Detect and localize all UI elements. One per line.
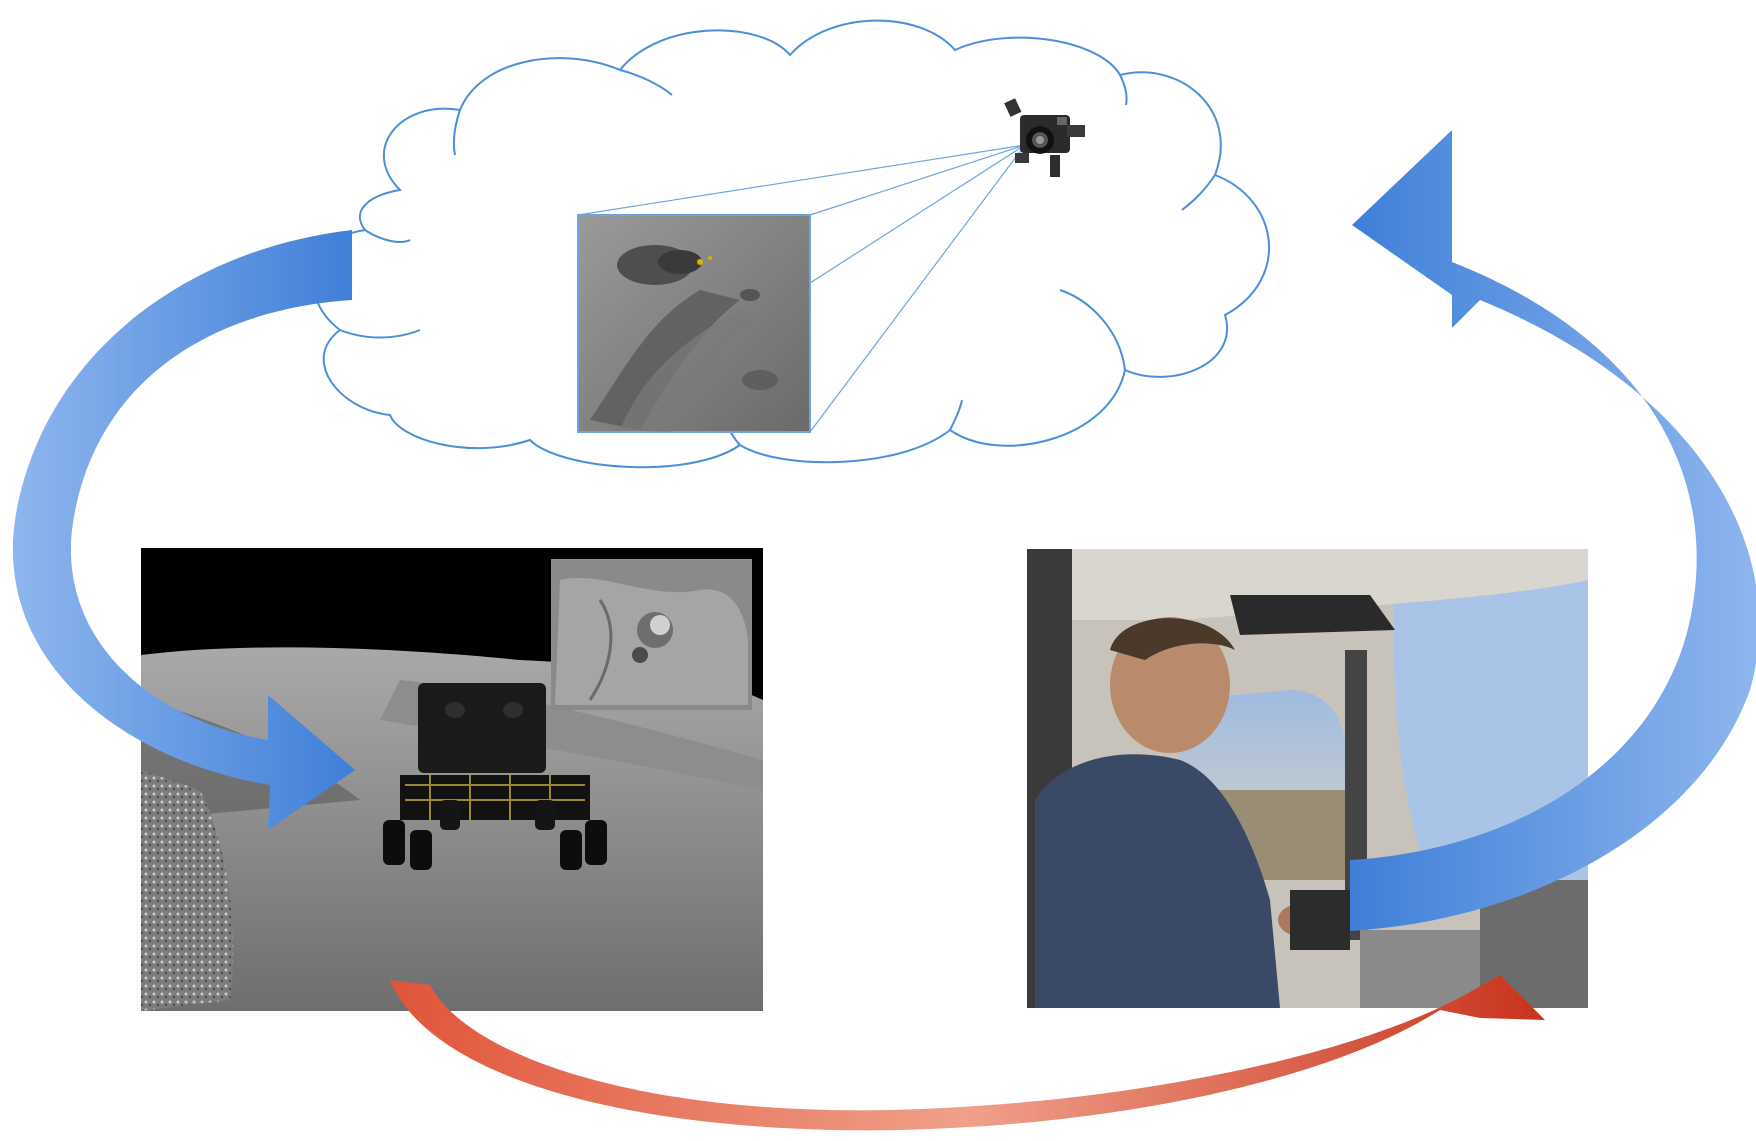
rover-simulation-image [141, 548, 763, 1011]
cloud-inner-arc [1059, 289, 1126, 371]
red-arrow-bottom [390, 975, 1545, 1131]
cockpit-image [1027, 549, 1588, 1008]
orbital-view-image [577, 214, 811, 433]
cloud-inner-arc [452, 109, 461, 156]
cloud-inner-arc [364, 229, 411, 243]
camera-icon [1004, 98, 1085, 177]
blue-arrow-right [1350, 130, 1756, 931]
cloud-inner-arc [1181, 174, 1216, 211]
cloud-inner-arc [949, 399, 963, 431]
cloud-inner-arc [1119, 74, 1128, 106]
blue-arrow-left [12, 230, 355, 830]
person-icon [1035, 617, 1322, 1008]
cloud-inner-arc [619, 69, 673, 96]
inset-map [551, 559, 752, 710]
rover-icon [383, 683, 607, 870]
cloud-inner-arc [339, 329, 421, 339]
